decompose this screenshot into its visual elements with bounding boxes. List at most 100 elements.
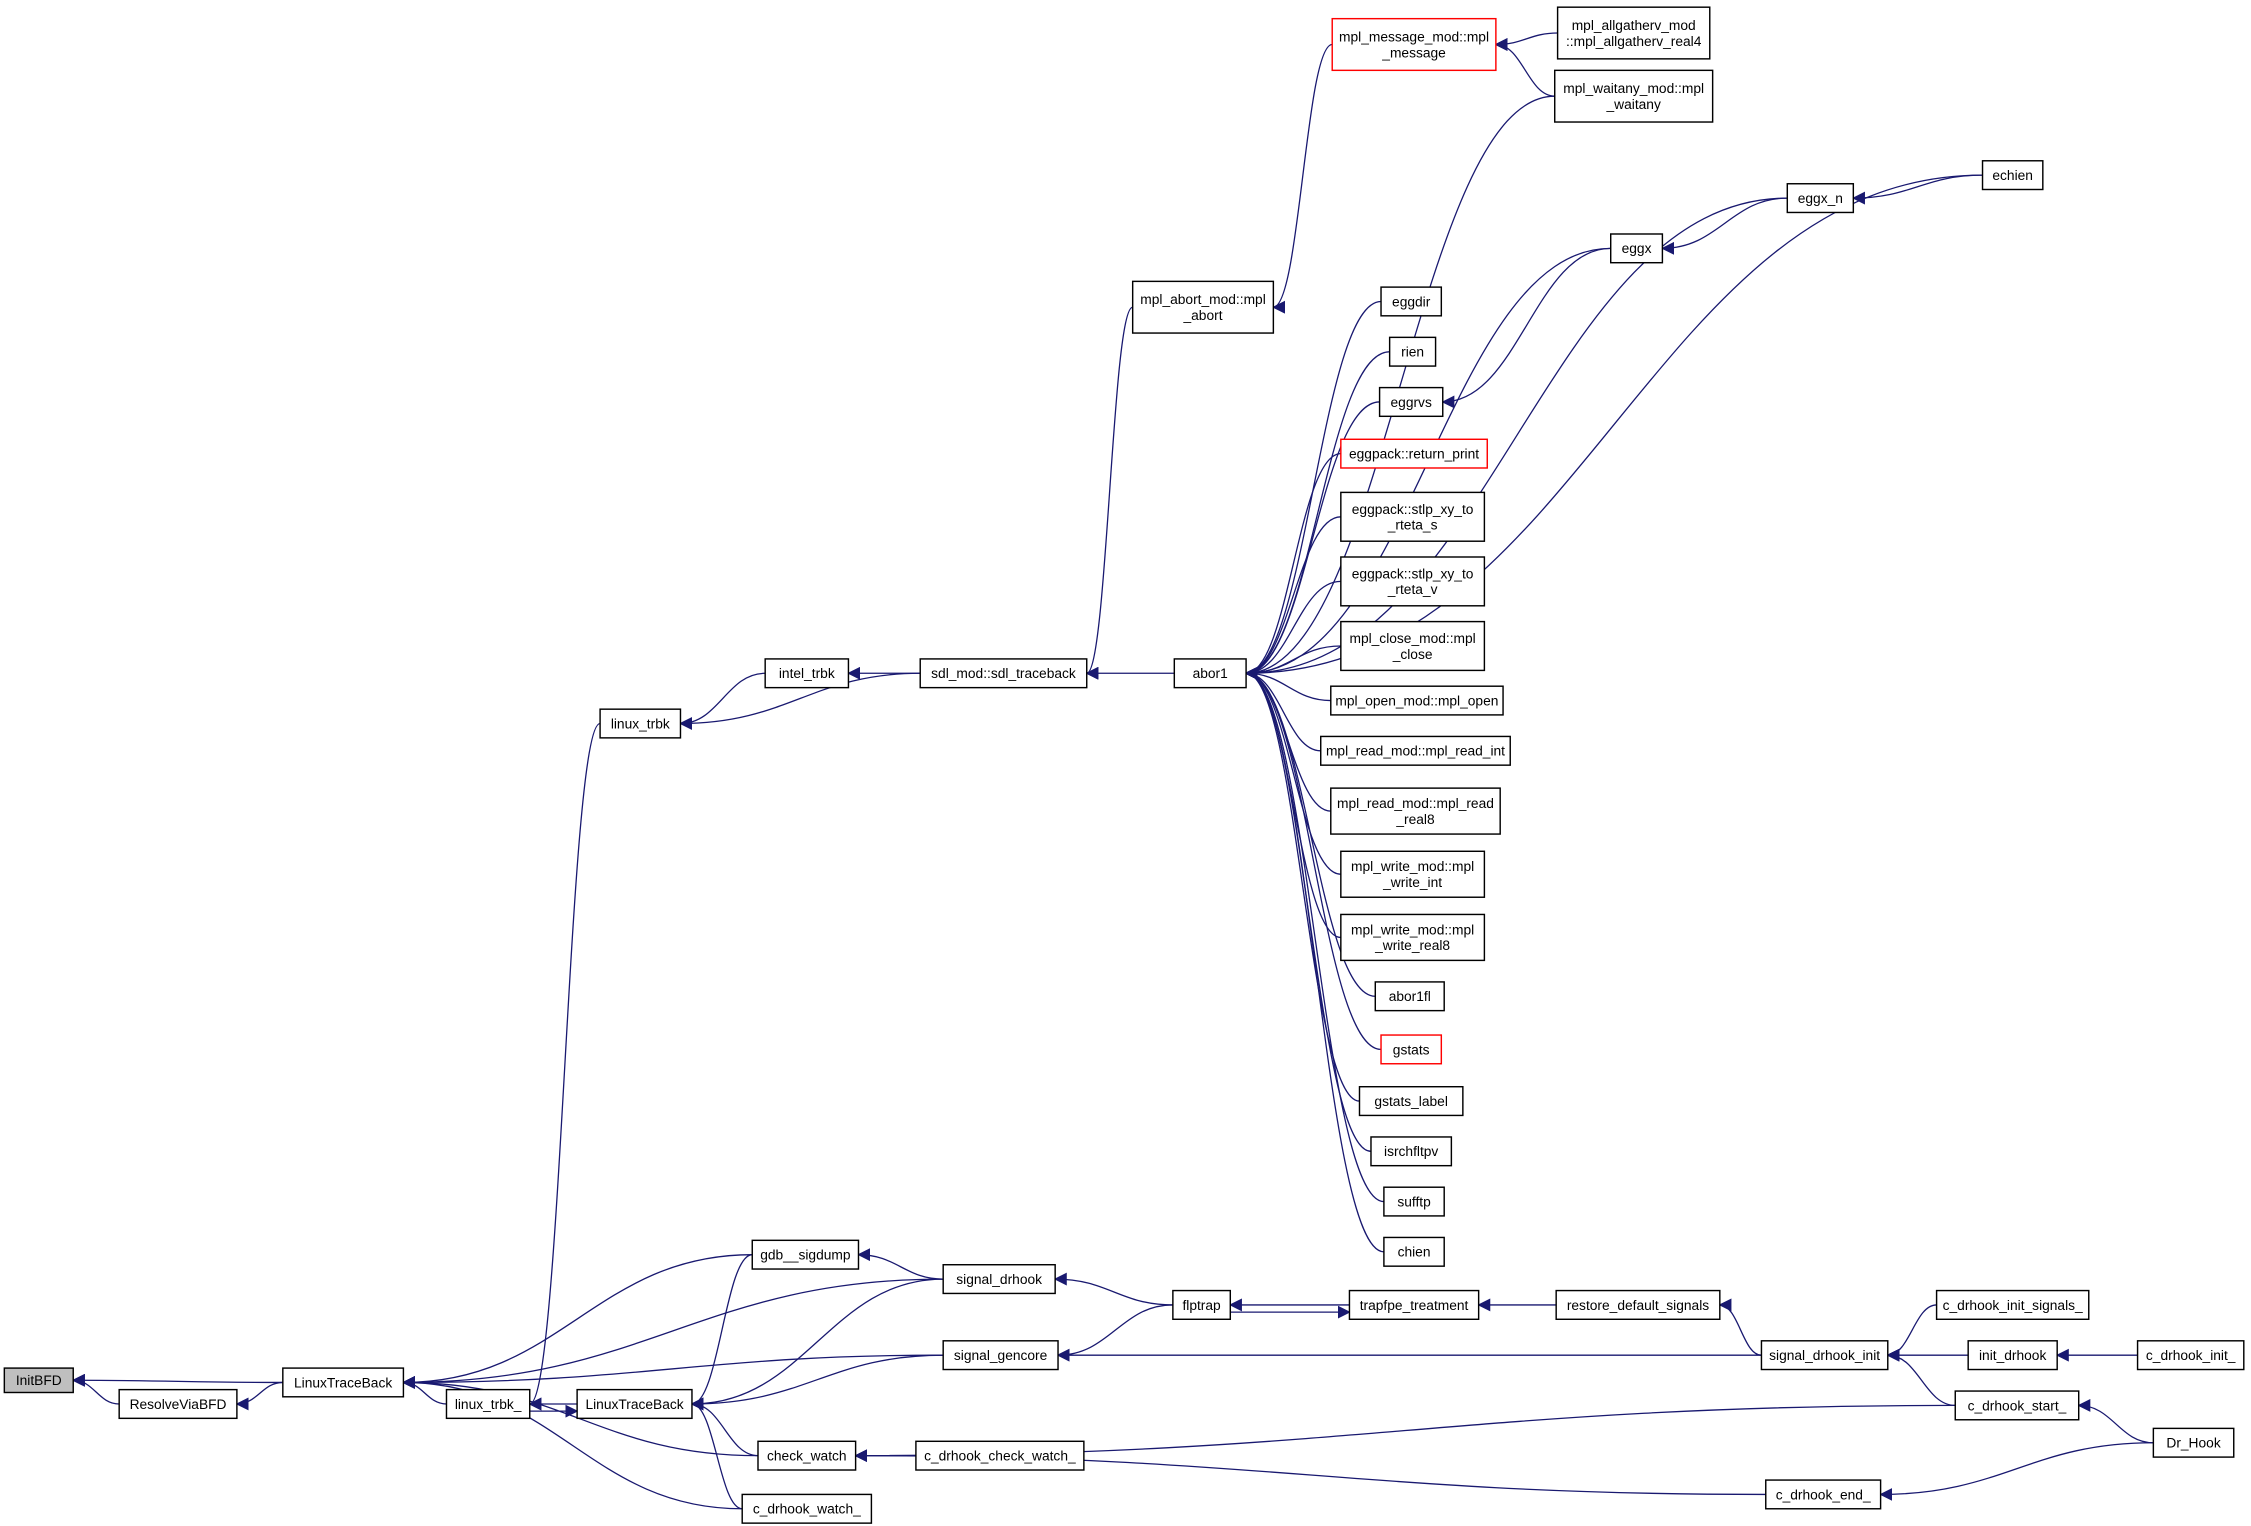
node-label: mpl_close_mod::mpl [1349, 631, 1475, 646]
node-box [1556, 6, 1711, 60]
node-signal-drhook-init[interactable]: signal_drhook_init [1760, 1340, 1889, 1371]
node-initbfd[interactable]: InitBFD [3, 1367, 74, 1394]
node-ltb2[interactable]: LinuxTraceBack [576, 1388, 693, 1420]
node-sufftp[interactable]: sufftp [1383, 1186, 1445, 1217]
node-mpl-read-real8[interactable]: mpl_read_mod::mpl_read_real8 [1330, 787, 1501, 835]
node-abor1fl[interactable]: abor1fl [1374, 981, 1445, 1012]
node-box [1954, 1390, 2080, 1421]
node-c-drhook-start[interactable]: c_drhook_start_ [1954, 1390, 2080, 1421]
node-mpl-write-real8[interactable]: mpl_write_mod::mpl_write_real8 [1340, 913, 1486, 962]
edge-intel-trbk-to-linux-trbk [679, 672, 766, 730]
node-mpl-close[interactable]: mpl_close_mod::mpl_close [1340, 620, 1486, 672]
node-label: c_drhook_end_ [1776, 1487, 1871, 1502]
node-label: eggx [1622, 241, 1652, 256]
node-c-drhook-end[interactable]: c_drhook_end_ [1765, 1479, 1882, 1510]
node-eggdir[interactable]: eggdir [1380, 286, 1443, 317]
node-c-drhook-watch[interactable]: c_drhook_watch_ [741, 1493, 873, 1524]
node-label: _write_real8 [1374, 938, 1450, 953]
node-gdb-sigdump[interactable]: gdb__sigdump [751, 1239, 860, 1270]
node-ltb1[interactable]: LinuxTraceBack [282, 1367, 405, 1398]
node-label: eggpack::return_print [1349, 447, 1479, 462]
node-mpl-allgatherv[interactable]: mpl_allgatherv_mod::mpl_allgatherv_real4 [1556, 6, 1711, 60]
node-intel-trbk[interactable]: intel_trbk [764, 658, 850, 689]
node-signal-drhook[interactable]: signal_drhook [942, 1264, 1056, 1295]
node-mpl-read-int[interactable]: mpl_read_mod::mpl_read_int [1320, 735, 1511, 766]
node-mpl-waitany[interactable]: mpl_waitany_mod::mpl_waitany [1554, 69, 1714, 123]
edge-signal-gencore-to-ltb2 [690, 1354, 944, 1411]
node-isrchfltpv[interactable]: isrchfltpv [1370, 1136, 1453, 1167]
node-linux-trbk[interactable]: linux_trbk [599, 708, 682, 739]
node-label: LinuxTraceBack [585, 1397, 683, 1412]
node-sdl-traceback[interactable]: sdl_mod::sdl_traceback [919, 658, 1088, 689]
node-mpl-write-int[interactable]: mpl_write_mod::mpl_write_int [1340, 850, 1486, 898]
node-init-drhook[interactable]: init_drhook [1967, 1340, 2058, 1371]
edge-mpl-close-to-abor1 [1244, 645, 1341, 680]
edge-signal-drhook-to-ltb1 [402, 1278, 944, 1389]
node-trapfpe-treatment[interactable]: trapfpe_treatment [1348, 1289, 1480, 1320]
node-stlp-v[interactable]: eggpack::stlp_xy_to_rteta_v [1340, 556, 1486, 607]
edge-eggrvs-to-abor1 [1244, 401, 1380, 680]
node-gstats[interactable]: gstats [1380, 1034, 1443, 1065]
edge-eggx-to-eggrvs [1441, 247, 1611, 409]
node-label: restore_default_signals [1567, 1298, 1709, 1313]
node-linux-trbk[interactable]: linux_trbk_ [445, 1388, 531, 1420]
node-label: eggpack::stlp_xy_to [1352, 566, 1474, 581]
node-check-watch[interactable]: check_watch [757, 1440, 857, 1471]
node-mpl-open[interactable]: mpl_open_mod::mpl_open [1330, 685, 1504, 716]
node-label: sufftp [1397, 1194, 1431, 1209]
edge-mpl-message-to-mpl-abort [1272, 43, 1333, 314]
edge-linux-trbk-to-linux-trbk [528, 722, 601, 1411]
node-rien[interactable]: rien [1388, 336, 1437, 367]
edge-dr-hook-to-c-drhook-end [1879, 1442, 2154, 1501]
node-abor1[interactable]: abor1 [1173, 658, 1247, 689]
node-gstats-label[interactable]: gstats_label [1358, 1086, 1464, 1117]
node-box [1172, 1289, 1232, 1320]
node-box [1340, 850, 1486, 898]
node-eggx-n[interactable]: eggx_n [1786, 183, 1855, 214]
node-box [1340, 491, 1486, 542]
node-label: sdl_mod::sdl_traceback [931, 666, 1076, 681]
node-label: Dr_Hook [2166, 1436, 2220, 1451]
node-c-drhook-init-signals[interactable]: c_drhook_init_signals_ [1935, 1289, 2090, 1320]
edge-c-drhook-start-to-signal-drhook-init [1886, 1348, 1956, 1407]
node-dr-hook[interactable]: Dr_Hook [2152, 1427, 2235, 1458]
node-box [1348, 1289, 1480, 1320]
edge-mpl-abort-to-sdl-traceback [1085, 306, 1134, 680]
node-box [919, 658, 1088, 689]
node-label: mpl_open_mod::mpl_open [1335, 693, 1498, 708]
node-stlp-s[interactable]: eggpack::stlp_xy_to_rteta_s [1340, 491, 1486, 542]
node-mpl-abort[interactable]: mpl_abort_mod::mpl_abort [1131, 280, 1275, 334]
node-box [1383, 1236, 1445, 1267]
node-c-drhook-init[interactable]: c_drhook_init_ [2136, 1340, 2245, 1371]
node-box [445, 1388, 531, 1420]
edge-sdl-traceback-to-linux-trbk [679, 672, 921, 730]
node-resolveviabfd[interactable]: ResolveViaBFD [118, 1388, 238, 1420]
node-signal-gencore[interactable]: signal_gencore [942, 1340, 1059, 1371]
node-eggx[interactable]: eggx [1610, 233, 1664, 264]
node-box [1554, 69, 1714, 123]
node-box [942, 1264, 1056, 1295]
node-box [1967, 1340, 2058, 1371]
node-label: _abort [1182, 308, 1222, 323]
node-mpl-message[interactable]: mpl_message_mod::mpl_message [1331, 17, 1497, 72]
edge-signal-drhook-to-ltb2 [690, 1278, 944, 1411]
node-label: isrchfltpv [1384, 1144, 1438, 1159]
node-flptrap[interactable]: flptrap [1172, 1289, 1232, 1320]
node-box [1331, 17, 1497, 72]
node-label: init_drhook [1979, 1348, 2046, 1363]
node-label: gstats [1393, 1042, 1430, 1057]
node-return-print[interactable]: eggpack::return_print [1340, 438, 1488, 469]
node-chien[interactable]: chien [1383, 1236, 1445, 1267]
node-label: eggrvs [1391, 395, 1432, 410]
node-box [576, 1388, 693, 1420]
node-label: signal_gencore [954, 1348, 1048, 1363]
edge-flptrap-to-signal-drhook [1053, 1272, 1173, 1306]
node-echien[interactable]: echien [1981, 160, 2044, 191]
node-eggrvs[interactable]: eggrvs [1378, 386, 1444, 418]
node-c-drhook-check-watch[interactable]: c_drhook_check_watch_ [915, 1440, 1085, 1471]
node-label: c_drhook_init_ [2146, 1348, 2236, 1363]
node-restore-default-signals[interactable]: restore_default_signals [1555, 1289, 1721, 1320]
node-box [2152, 1427, 2235, 1458]
node-box [2136, 1340, 2245, 1371]
